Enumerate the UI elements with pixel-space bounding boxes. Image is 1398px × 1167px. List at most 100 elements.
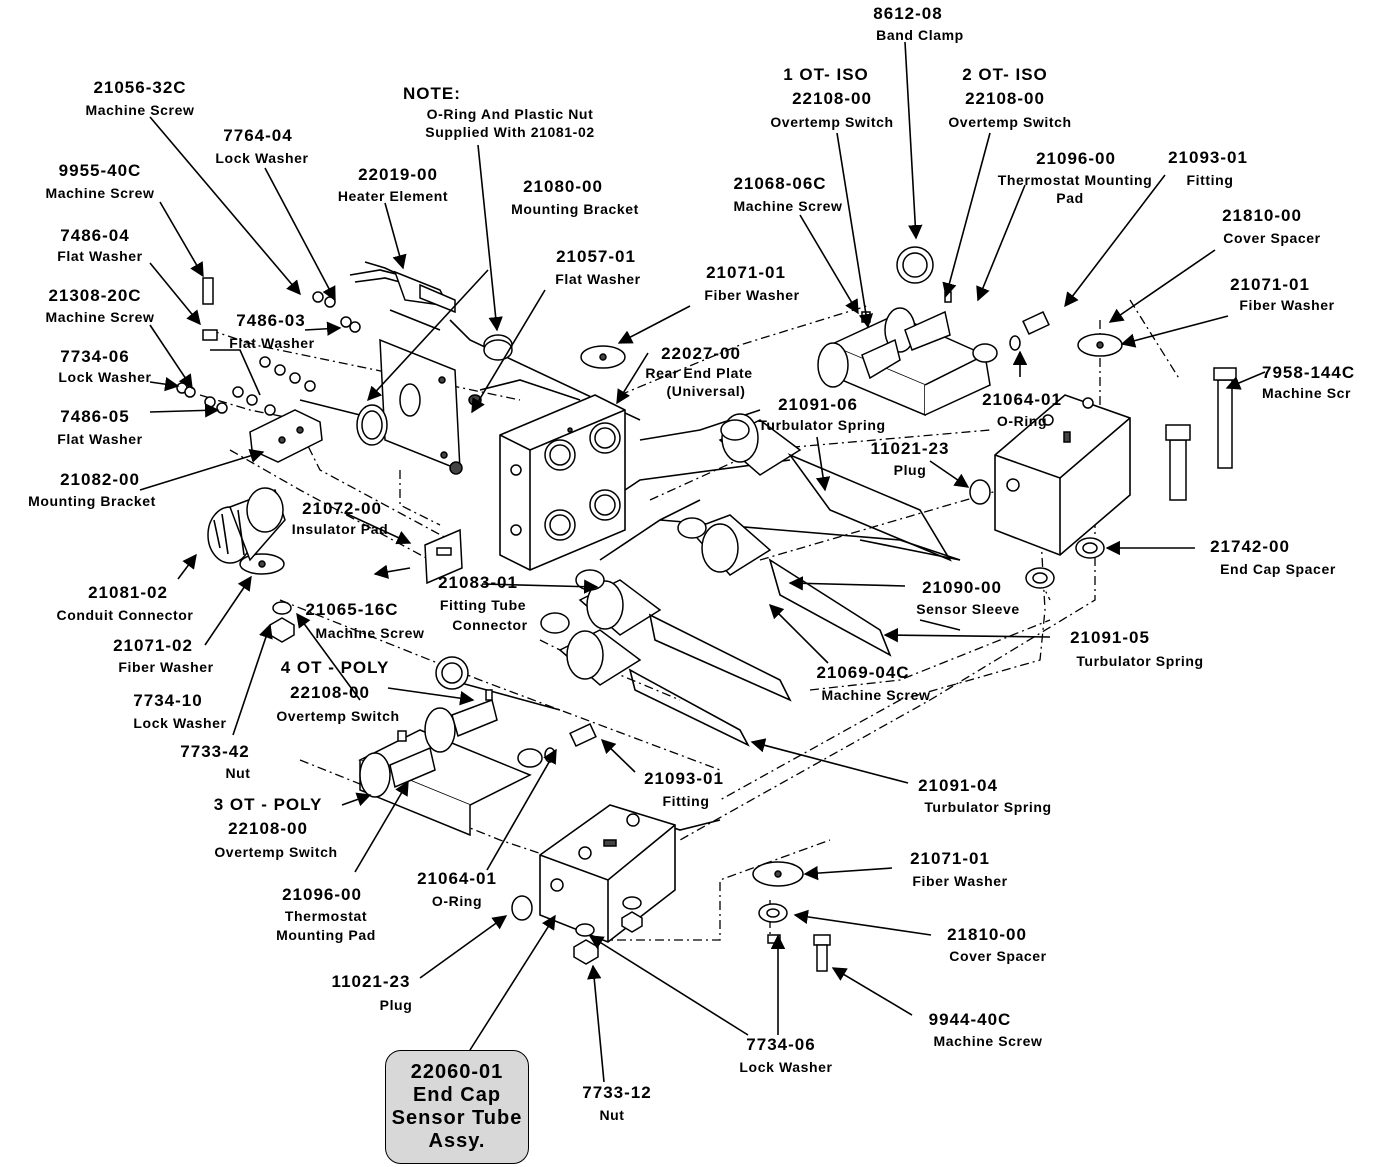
callout-text: Flat Washer <box>57 248 142 264</box>
assembly-title-line-3: Assy. <box>428 1130 486 1152</box>
callout-text: Mounting Bracket <box>511 201 639 217</box>
callout-text: Nut <box>225 765 250 781</box>
callout-text: Fiber Washer <box>1239 297 1334 313</box>
callout-text: Sensor Sleeve <box>916 601 1020 617</box>
callout-text: 21093-01 <box>1168 148 1248 167</box>
callout-text: Mounting Pad <box>276 927 376 943</box>
callout-text: 21071-02 <box>113 636 193 655</box>
callout-text: 4 OT - POLY <box>281 658 390 677</box>
callout-text: 21072-00 <box>302 499 382 518</box>
callout-text: Heater Element <box>338 188 448 204</box>
callout-text: 21069-04C <box>816 663 909 682</box>
callout-text: Plug <box>894 462 927 478</box>
callout-text: 7733-42 <box>180 742 249 761</box>
callout-text: 21083-01 <box>438 573 518 592</box>
heater-element <box>349 261 456 314</box>
callout-text: Fitting Tube <box>440 597 526 613</box>
callout-text: 21093-01 <box>644 769 724 788</box>
callout-text: Fiber Washer <box>912 873 1007 889</box>
parts-drawing <box>176 246 1237 972</box>
long-bolts <box>1165 367 1237 501</box>
callout-text: (Universal) <box>667 383 746 399</box>
callout-text: 11021-23 <box>332 972 411 991</box>
callout-text: Lock Washer <box>739 1059 832 1075</box>
callout-text: 21090-00 <box>922 578 1002 597</box>
callout-text: Flat Washer <box>229 335 314 351</box>
callout-text: 22108-00 <box>290 683 370 702</box>
callout-text: Machine Screw <box>46 185 155 201</box>
callout-21068-06c: 21068-06C Machine Screw <box>733 174 843 214</box>
callout-text: Insulator Pad <box>292 521 388 537</box>
callout-text: Lock Washer <box>215 150 308 166</box>
callout-text: 21091-06 <box>778 395 858 414</box>
callout-text: 21091-04 <box>918 776 998 795</box>
callout-text: Flat Washer <box>57 431 142 447</box>
callout-text: Rear End Plate <box>645 365 752 381</box>
callout-text: 1 OT- ISO <box>783 65 869 84</box>
callout-text: Overtemp Switch <box>276 708 399 724</box>
callout-text: 21080-00 <box>523 177 603 196</box>
callout-text: 21742-00 <box>1210 537 1290 556</box>
callout-text: 21056-32C <box>93 78 186 97</box>
callout-text: Machine Screw <box>734 198 843 214</box>
iso-tube-assembly <box>817 246 1050 417</box>
callout-text: 21068-06C <box>733 174 826 193</box>
callout-text: O-Ring <box>432 893 482 909</box>
callout-text: Fiber Washer <box>118 659 213 675</box>
callout-text: Conduit Connector <box>57 607 194 623</box>
mounting-bracket-21082 <box>249 409 323 463</box>
assembly-label-box: 22060-01 End Cap Sensor Tube Assy. <box>385 1050 529 1164</box>
callout-text: O-Ring And Plastic Nut <box>427 106 594 122</box>
callout-text: Lock Washer <box>58 369 151 385</box>
poly-tube-assembly <box>358 656 597 837</box>
callout-text: Machine Screw <box>46 309 155 325</box>
callout-text: 7486-05 <box>60 407 129 426</box>
callout-text: 9955-40C <box>59 161 142 180</box>
callout-text: 21082-00 <box>60 470 140 489</box>
callout-text: Fiber Washer <box>704 287 799 303</box>
callout-text: 22019-00 <box>358 165 438 184</box>
callout-text: Connector <box>452 617 527 633</box>
lower-end-cap <box>511 804 676 943</box>
callout-text: Fitting <box>663 793 710 809</box>
callout-text: Mounting Bracket <box>28 493 156 509</box>
callout-text: 22027-00 <box>661 344 741 363</box>
outline-lines <box>210 309 961 831</box>
callout-text: NOTE: <box>403 84 461 103</box>
callout-text: Machine Screw <box>316 625 425 641</box>
right-end-cap <box>969 394 1131 556</box>
callout-text: 22108-00 <box>965 89 1045 108</box>
callout-text: 21091-05 <box>1070 628 1150 647</box>
callout-text: 21810-00 <box>947 925 1027 944</box>
callout-text: Thermostat Mounting <box>998 172 1153 188</box>
callout-text: 7734-06 <box>746 1035 815 1054</box>
callout-text: Plug <box>380 997 413 1013</box>
callout-text: Turbulator Spring <box>758 417 885 433</box>
callout-text: 7486-04 <box>60 226 129 245</box>
callout-text: Overtemp Switch <box>948 114 1071 130</box>
insulator-pad <box>424 528 463 585</box>
callout-text: 22108-00 <box>228 819 308 838</box>
